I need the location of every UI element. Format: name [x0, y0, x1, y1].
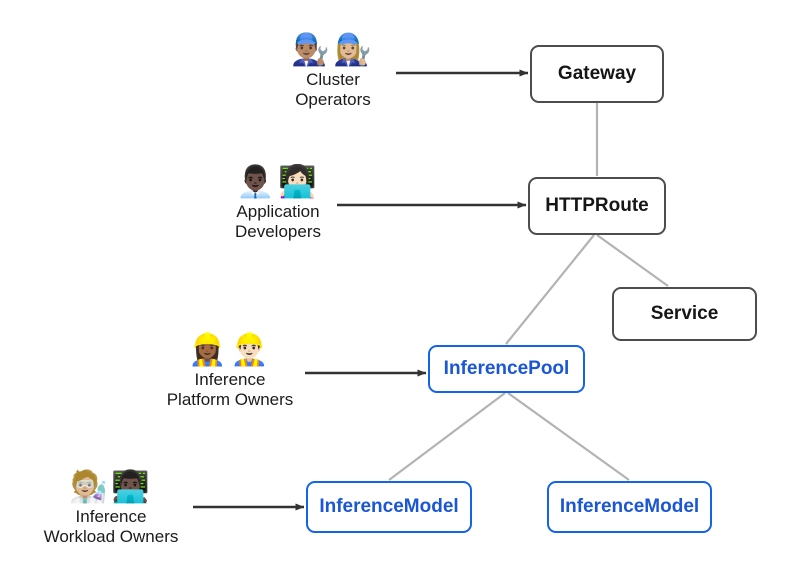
inference-platform-owners-label: Inference Platform Owners — [166, 370, 294, 410]
edge-inferencepool-model2 — [507, 392, 630, 481]
edge-httproute-service — [596, 234, 669, 287]
node-httproute-label: HTTPRoute — [545, 194, 649, 216]
cluster-operators-label: Cluster Operators — [295, 70, 371, 110]
node-inferencemodel-1[interactable]: InferenceModel — [306, 481, 472, 533]
persona-inference-workload-owners: 🧑🏼‍🔬👨🏿‍💻 Inference Workload Owners — [6, 468, 216, 547]
persona-inference-platform-owners: 👷🏾‍♀️👷🏻‍♂️ Inference Platform Owners — [125, 331, 335, 410]
node-inferencepool[interactable]: InferencePool — [428, 345, 585, 393]
node-service[interactable]: Service — [612, 287, 757, 341]
node-inferencemodel-2-label: InferenceModel — [559, 495, 700, 517]
node-gateway-label: Gateway — [557, 62, 637, 84]
node-inferencemodel-1-label: InferenceModel — [319, 495, 459, 517]
inference-workload-owners-label: Inference Workload Owners — [43, 507, 179, 547]
persona-cluster-operators: 👨🏽‍🔧👩🏼‍🔧 Cluster Operators — [228, 31, 438, 110]
application-developers-label: Application Developers — [235, 202, 321, 242]
persona-application-developers: 👨🏿‍💼👩🏻‍💻 Application Developers — [173, 163, 383, 242]
inference-platform-owners-emoji: 👷🏾‍♀️👷🏻‍♂️ — [188, 332, 272, 367]
node-httproute[interactable]: HTTPRoute — [528, 177, 666, 235]
node-inferencepool-label: InferencePool — [443, 357, 570, 379]
application-developers-emoji: 👨🏿‍💼👩🏻‍💻 — [236, 164, 320, 199]
persona-arrows — [193, 69, 529, 511]
inference-workload-owners-emoji: 🧑🏼‍🔬👨🏿‍💻 — [69, 469, 153, 504]
node-gateway[interactable]: Gateway — [530, 45, 664, 103]
edge-inferencepool-model1 — [388, 392, 506, 481]
node-inferencemodel-2[interactable]: InferenceModel — [547, 481, 712, 533]
cluster-operators-emoji: 👨🏽‍🔧👩🏼‍🔧 — [291, 32, 375, 67]
edge-httproute-inferencepool — [505, 234, 595, 345]
node-service-label: Service — [650, 302, 719, 324]
